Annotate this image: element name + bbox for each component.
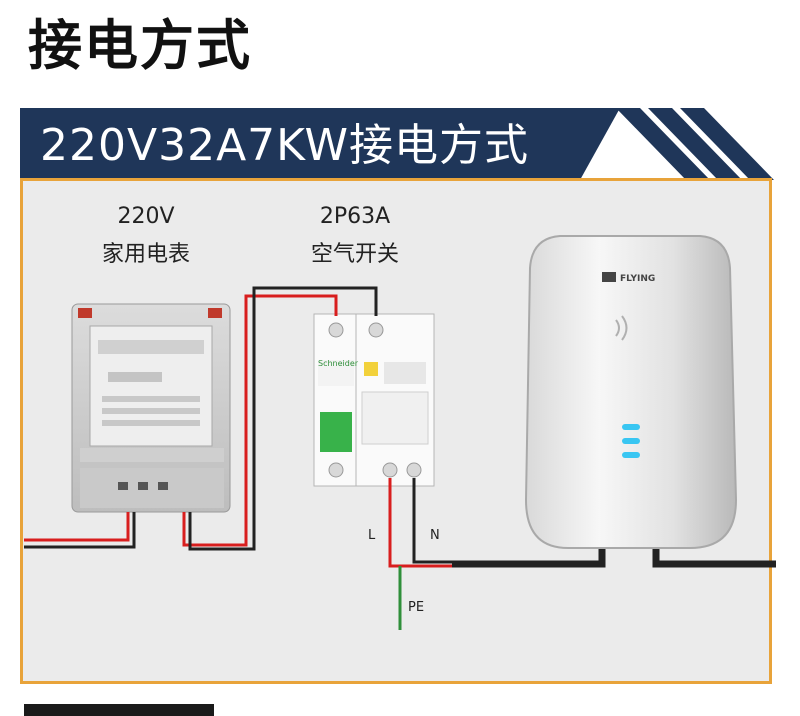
electric-meter	[71, 303, 231, 513]
breaker-name-label: 空气开关	[310, 242, 399, 267]
cropped-next-heading	[24, 704, 214, 716]
banner-title: 220V32A7KW接电方式	[40, 120, 529, 171]
breaker-rating-label: 2P63A	[319, 204, 391, 229]
earth-wire-label: PE	[408, 600, 425, 615]
air-switch-breaker: Schneider	[313, 313, 435, 487]
banner	[20, 108, 774, 180]
breaker-brand: Schneider	[318, 359, 359, 368]
charger-brand: FLYING	[620, 274, 655, 284]
neutral-wire-label: N	[430, 528, 440, 543]
meter-voltage-label: 220V	[117, 204, 175, 229]
page-title: 接电方式	[28, 14, 252, 77]
live-wire-label: L	[368, 528, 376, 543]
meter-name-label: 家用电表	[101, 242, 190, 267]
wires	[24, 286, 776, 630]
ev-charger: FLYING	[524, 235, 738, 549]
